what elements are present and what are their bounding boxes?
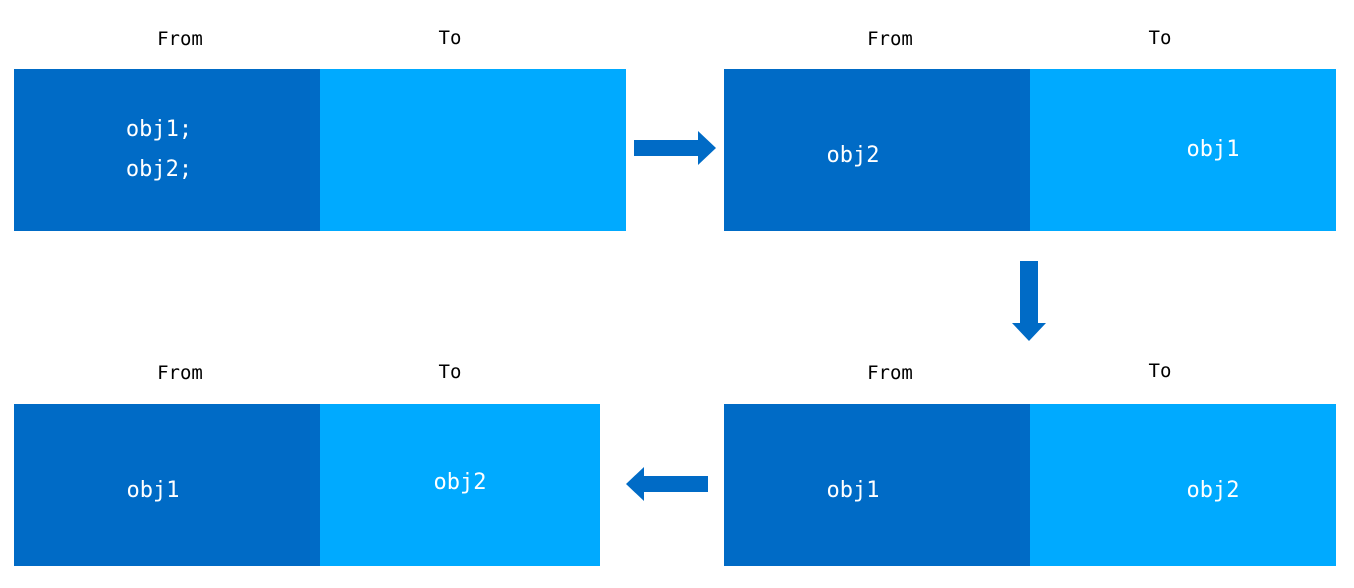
panel-1-from-item: obj1; bbox=[125, 117, 193, 142]
panel-1-from-item: obj2; bbox=[125, 157, 193, 182]
panel-3-from-box: obj1 bbox=[724, 404, 1030, 566]
panel-2-from-item: obj2 bbox=[826, 143, 880, 168]
panel-1-from-box: obj1; obj2; bbox=[14, 69, 320, 231]
panel-2-to-label: To bbox=[1148, 27, 1172, 49]
panel-4-from-box: obj1 bbox=[14, 404, 320, 566]
panel-3-to-item: obj2 bbox=[1186, 478, 1240, 503]
panel-4-from-item: obj1 bbox=[126, 478, 180, 503]
panel-4-to-label: To bbox=[438, 361, 462, 383]
panel-2-to-box: obj1 bbox=[1030, 69, 1336, 231]
panel-2-from-box: obj2 bbox=[724, 69, 1030, 231]
panel-2-to-item: obj1 bbox=[1186, 137, 1240, 162]
arrow-left-icon bbox=[626, 467, 708, 501]
panel-4-from-label: From bbox=[157, 362, 203, 384]
panel-3-to-box: obj2 bbox=[1030, 404, 1336, 566]
panel-4-to-item: obj2 bbox=[433, 470, 487, 495]
panel-3-from-item: obj1 bbox=[826, 478, 880, 503]
panel-1-to-box bbox=[320, 69, 626, 231]
panel-1-to-label: To bbox=[438, 27, 462, 49]
panel-4-to-box: obj2 bbox=[320, 404, 600, 566]
panel-1-from-label: From bbox=[157, 28, 203, 50]
panel-3-to-label: To bbox=[1148, 360, 1172, 382]
panel-2-from-label: From bbox=[867, 28, 913, 50]
panel-3-from-label: From bbox=[867, 362, 913, 384]
arrow-right-icon bbox=[634, 131, 716, 165]
arrow-down-icon bbox=[1012, 261, 1046, 341]
